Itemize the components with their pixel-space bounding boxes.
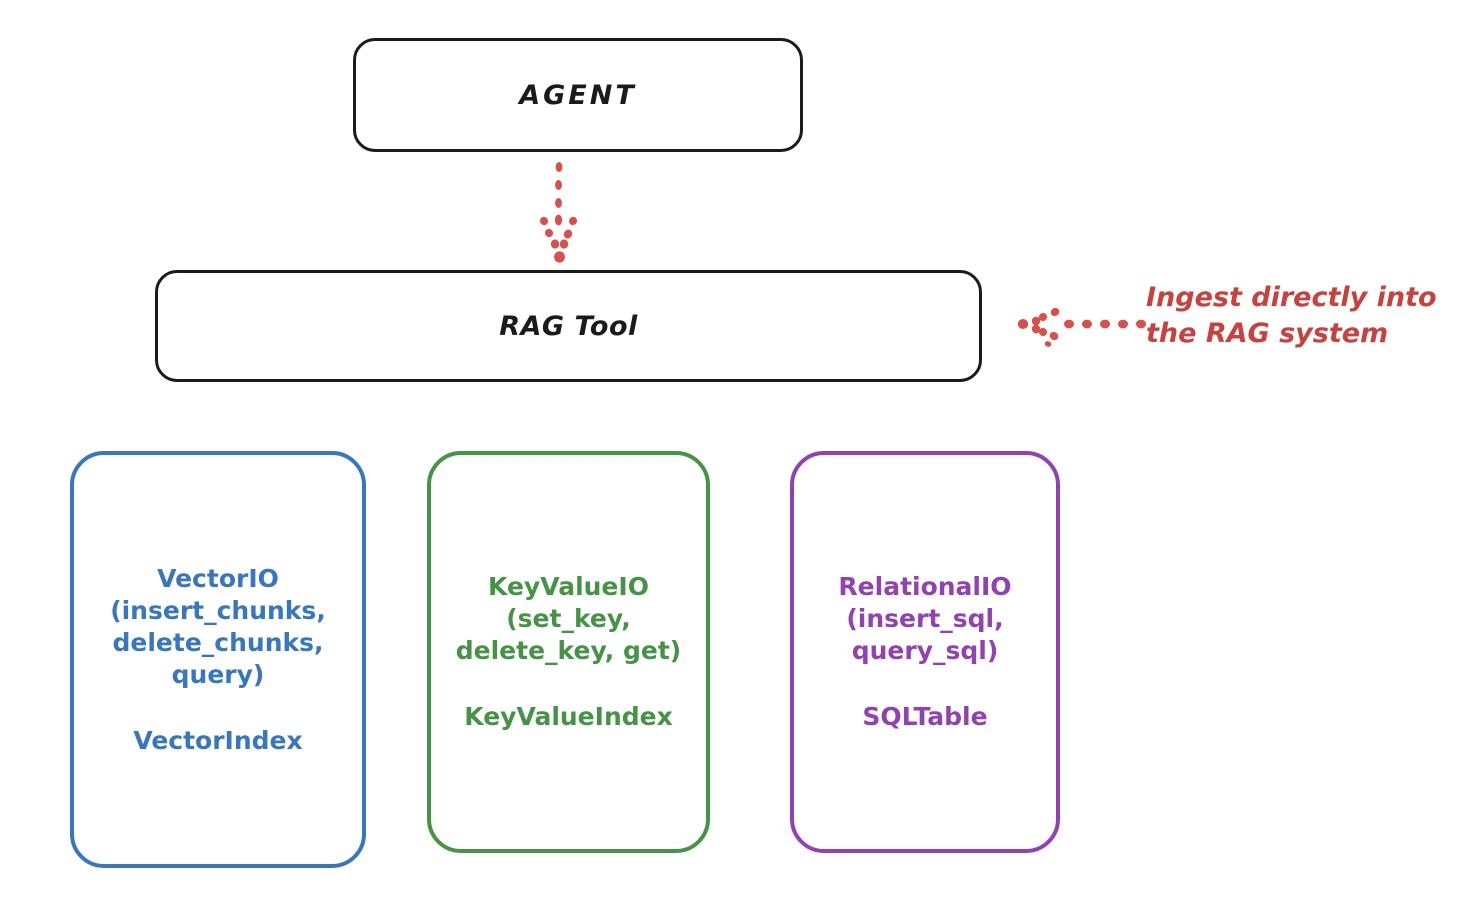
node-key-value-io[interactable]: KeyValueIO (set_key, delete_key, get) Ke… — [427, 451, 710, 853]
node-relational-io-index-label: SQLTable — [862, 702, 988, 731]
node-vector-io-api-label: VectorIO (insert_chunks, delete_chunks, … — [110, 563, 326, 689]
node-agent-label: AGENT — [519, 79, 637, 111]
node-vector-io[interactable]: VectorIO (insert_chunks, delete_chunks, … — [70, 451, 366, 868]
node-vector-io-index-label: VectorIndex — [133, 725, 303, 755]
node-key-value-io-api-label: KeyValueIO (set_key, delete_key, get) — [455, 572, 682, 665]
node-relational-io[interactable]: RelationalIO (insert_sql, query_sql) SQL… — [790, 451, 1060, 853]
connector-ingest-arrow-icon — [1017, 296, 1148, 352]
annotation-ingest-text: Ingest directly into the RAG system — [1146, 282, 1437, 349]
node-key-value-io-index-label: KeyValueIndex — [464, 702, 673, 731]
connector-agent-to-rag-tool-arrow-icon — [500, 160, 620, 275]
node-relational-io-api-label: RelationalIO (insert_sql, query_sql) — [838, 572, 1012, 665]
node-agent[interactable]: AGENT — [353, 38, 803, 152]
node-rag-tool[interactable]: RAG Tool — [155, 270, 982, 382]
node-rag-tool-label: RAG Tool — [499, 310, 638, 342]
